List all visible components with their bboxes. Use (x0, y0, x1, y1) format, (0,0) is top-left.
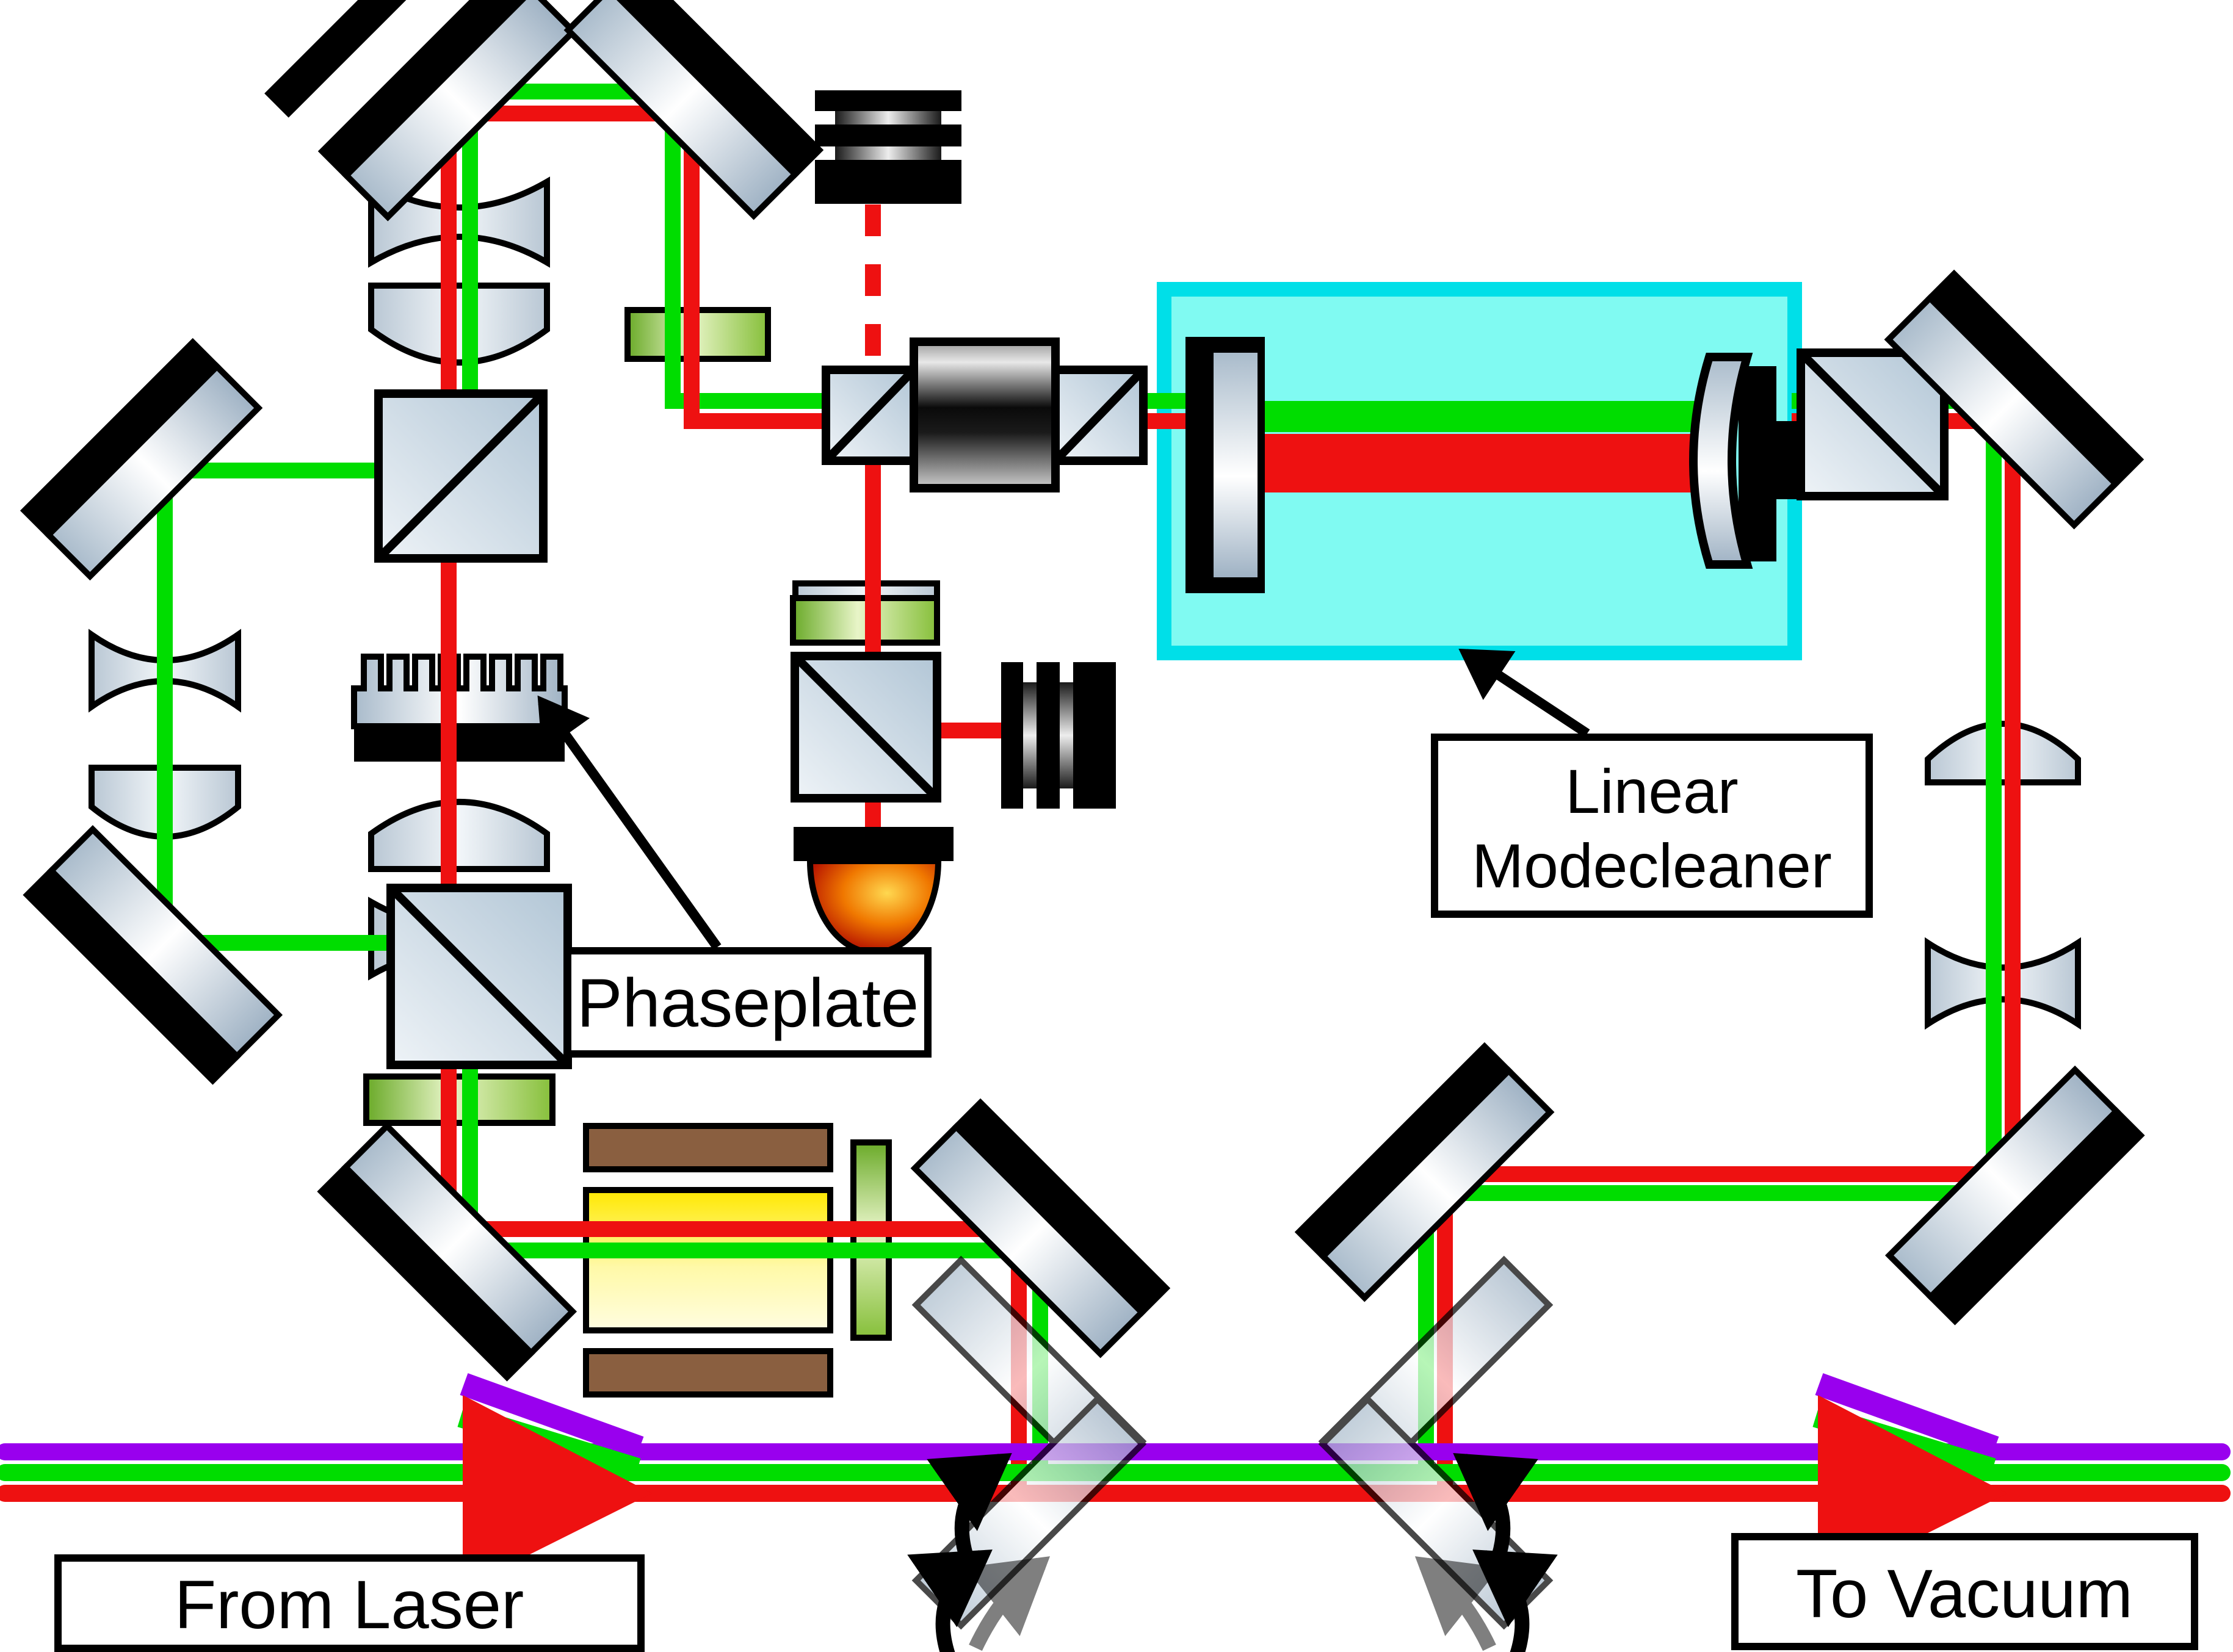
waveplate (363, 1073, 556, 1126)
planoconvex-lens (1925, 721, 2081, 785)
beam-dump-stack-right (1001, 662, 1116, 809)
label-to-vacuum: To Vacuum (1731, 1533, 2198, 1650)
phaseplate-pointer-arrow (537, 695, 722, 950)
label-from-laser: From Laser (54, 1554, 645, 1652)
mirror-shg-fold (317, 1121, 577, 1382)
beamsplitter-cube-2 (386, 884, 572, 1069)
shg-crystal (583, 1187, 833, 1333)
cavity-green-band (1258, 401, 1700, 432)
mirror-left-lower (23, 824, 283, 1085)
purple-arrow-wing (1815, 1373, 1999, 1459)
planoconvex-lens (368, 799, 550, 872)
beamsplitter-cube-3 (791, 652, 941, 803)
to-vacuum-label-text: To Vacuum (1796, 1556, 2133, 1632)
modecleaner-label-line1: Linear (1565, 757, 1739, 826)
mirror-left-upper (20, 337, 263, 581)
cavity-input-mirror (1185, 337, 1265, 593)
cavity-red-band (1258, 434, 1700, 492)
oven-plate-top (583, 1123, 833, 1172)
waveplate (850, 1139, 892, 1341)
mirror-bottom-right (1884, 1065, 2145, 1326)
shg-crystal-oven (583, 1123, 833, 1398)
flip-arrow-faded (1414, 1556, 1500, 1651)
faraday-rotator (910, 337, 1060, 492)
beamsplitter-cube-4 (1797, 348, 1949, 500)
phaseplate-label-text: Phaseplate (577, 965, 919, 1041)
modecleaner-label-line2: Modecleaner (1472, 831, 1832, 901)
modecleaner-pointer-arrow (1458, 648, 1590, 738)
planoconvex-lens (368, 283, 550, 366)
oven-plate-bottom (583, 1348, 833, 1398)
waveplate-group (363, 307, 940, 1341)
isolator-input-cube (822, 366, 918, 465)
cavity-end-mirror-piezo (1689, 353, 1799, 569)
biconcave-lens (368, 176, 550, 268)
biconcave-lens (1925, 937, 2081, 1030)
photodetector-stack-top (815, 90, 961, 204)
flip-arrow-faded (965, 1556, 1051, 1651)
grating-base (354, 726, 565, 762)
flip-arrows (907, 1452, 1558, 1652)
from-laser-label-text: From Laser (175, 1567, 524, 1643)
label-phaseplate: Phaseplate (564, 947, 932, 1058)
mirror-top-right (1884, 269, 2144, 530)
mirror-station1-top (910, 1098, 1171, 1358)
beam-direction-arrow-from-laser (457, 1373, 652, 1588)
piezo-actuator (1773, 421, 1799, 499)
dome-photodetector (794, 827, 954, 956)
beamsplitter-cubes (374, 348, 1949, 1069)
beamsplitter-cube-1 (374, 389, 548, 563)
mirror-station2-top (1294, 1042, 1555, 1302)
mirror-A (317, 0, 578, 222)
label-linear-modecleaner: Linear Modecleaner (1431, 734, 1873, 918)
faraday-isolator (822, 337, 1148, 492)
curved-mirror-glass (1689, 353, 1753, 569)
grating-teeth (351, 654, 568, 729)
isolator-output-cube (1051, 366, 1148, 465)
mirror-B (563, 0, 824, 220)
red-arrowhead (463, 1395, 652, 1588)
phaseplate-grating (351, 654, 568, 762)
purple-arrow-wing (460, 1373, 644, 1459)
